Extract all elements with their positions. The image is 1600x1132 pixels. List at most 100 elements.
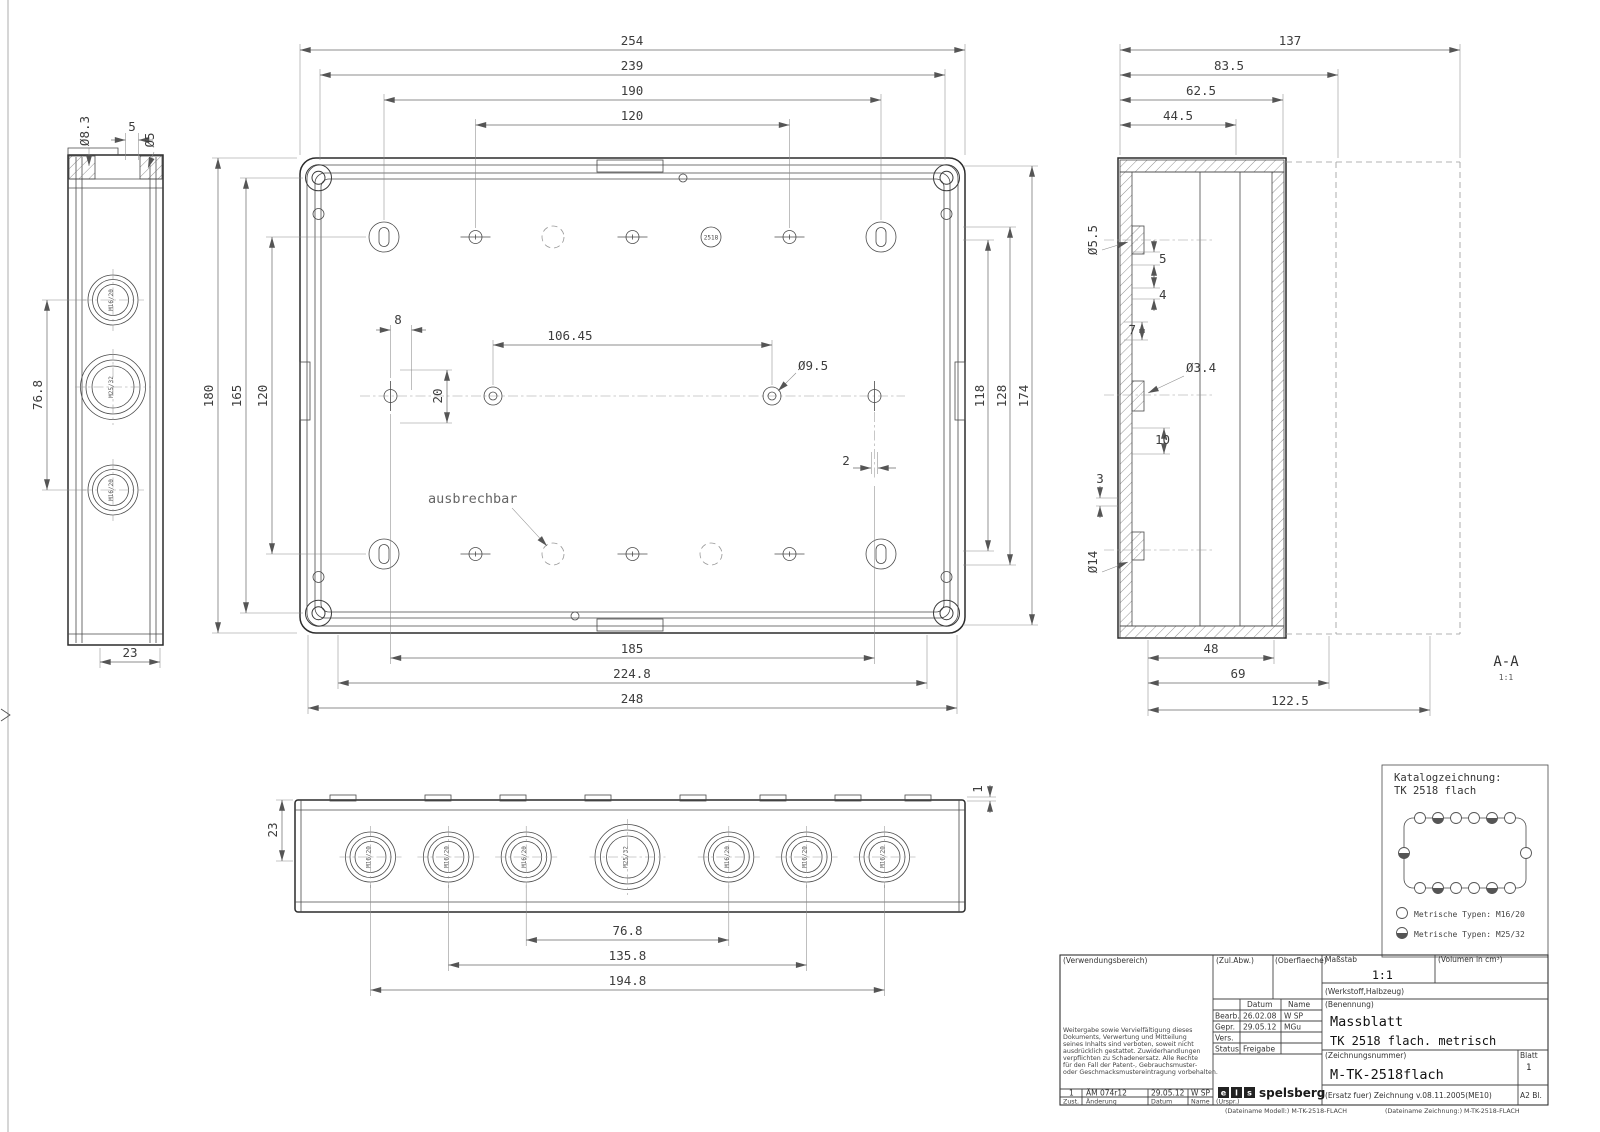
dim-44-5: 44.5 xyxy=(1120,108,1237,155)
legend-m25-icon xyxy=(1396,927,1408,939)
dim-44-5-label: 44.5 xyxy=(1163,108,1193,123)
dim-224-8-label: 224.8 xyxy=(613,666,651,681)
legal-line: seines Inhalts sind verboten, soweit nic… xyxy=(1063,1041,1194,1048)
rev-name-value: W SP xyxy=(1191,1089,1211,1098)
dim-d14-label: Ø14 xyxy=(1085,551,1100,574)
dim-d14: Ø14 xyxy=(1085,551,1129,574)
dim-d8-3-label: Ø8.3 xyxy=(77,116,92,146)
dim-120-left: 120 xyxy=(255,236,366,555)
section-view: 44.5 62.5 83.5 137 Ø5.5 5 xyxy=(1085,33,1519,716)
dim-1-label: 1 xyxy=(970,785,985,793)
dim-174-label: 174 xyxy=(1016,385,1031,408)
flange-hatch-left xyxy=(68,155,96,180)
massstab-value: 1:1 xyxy=(1372,968,1393,982)
bottom-view: M16/20 M16/20 M16/20 M25/32 M16/20 M16/2… xyxy=(265,785,996,996)
dim-174: 174 xyxy=(963,165,1038,626)
dim-d5-label: Ø5 xyxy=(142,132,157,147)
dim-106-45-label: 106.45 xyxy=(547,328,592,343)
dim-190-label: 190 xyxy=(621,83,644,98)
dim-194-8-label: 194.8 xyxy=(609,973,647,988)
bearb-label: Bearb. xyxy=(1215,1012,1240,1021)
main-plan-view: 2518 ausbrechbar 254 xyxy=(201,33,1038,714)
verwendungsbereich-label: (Verwendungsbereich) xyxy=(1063,956,1147,965)
dim-83-5-label: 83.5 xyxy=(1214,58,1244,73)
urspr-label: (Urspr.) xyxy=(1216,1099,1239,1106)
spelsberg-logo: e l s spelsberg xyxy=(1218,1086,1325,1100)
oberflaeche-label: (Oberflaeche) xyxy=(1275,956,1327,965)
name-header: Name xyxy=(1288,1000,1311,1009)
katalog-title: Katalogzeichnung: xyxy=(1394,772,1501,784)
dim-23-left-view: 23 xyxy=(99,645,161,668)
dim-10-label: 10 xyxy=(1155,432,1170,447)
legal-line: verpflichten zu Schadenersatz. Alle Rech… xyxy=(1063,1055,1198,1062)
dim-69-label: 69 xyxy=(1230,666,1245,681)
dim-180-label: 180 xyxy=(201,385,216,408)
rev-datum-value: 29.05.12 xyxy=(1151,1089,1185,1098)
dim-2-label: 2 xyxy=(842,453,850,468)
dim-76-8-left-view: 76.8 xyxy=(30,299,86,491)
vers-label: Vers. xyxy=(1215,1034,1234,1043)
volumen-label: (Volumen in cm³) xyxy=(1438,955,1503,964)
dim-d9-5-label: Ø9.5 xyxy=(798,358,828,373)
legal-line: ausdrücklich gestattet. Zuwiderhandlunge… xyxy=(1063,1048,1201,1055)
oval-boss xyxy=(368,221,400,253)
logo-wordmark: spelsberg xyxy=(1259,1086,1325,1100)
logo-letter: s xyxy=(1247,1089,1252,1098)
dim-3-label: 3 xyxy=(1096,471,1104,486)
dim-69: 69 xyxy=(1148,636,1330,689)
dim-62-5-label: 62.5 xyxy=(1186,83,1216,98)
dim-5-left-view: 5 xyxy=(111,119,153,160)
dim-120-top: 120 xyxy=(475,108,790,228)
dim-5-section: 5 xyxy=(1132,240,1167,277)
gland-label: M16/20 xyxy=(443,846,450,868)
zeichnungsnummer-label: (Zeichnungsnummer) xyxy=(1325,1051,1406,1060)
gepr-datum: 29.05.12 xyxy=(1243,1023,1277,1032)
dim-d9-5: Ø9.5 xyxy=(777,358,828,392)
dim-83-5: 83.5 xyxy=(1120,58,1339,158)
blatt-label: Blatt xyxy=(1520,1051,1538,1060)
gepr-label: Gepr. xyxy=(1215,1023,1235,1032)
footer-drawing-file: (Dateiname Zeichnung:) M-TK-2518-FLACH xyxy=(1385,1108,1520,1115)
dim-2: 2 xyxy=(842,452,896,474)
screw-boss xyxy=(617,230,648,244)
blatt-value: 1 xyxy=(1526,1063,1531,1073)
rev-zust-value: 1 xyxy=(1069,1089,1074,1098)
dim-48: 48 xyxy=(1147,640,1275,689)
gland-label: M16/20 xyxy=(802,846,809,868)
dim-106-45: 106.45 xyxy=(492,328,773,385)
benennung-line2: TK 2518 flach. metrisch xyxy=(1330,1034,1496,1048)
footer-model-file: (Dateiname Modell:) M-TK-2518-FLACH xyxy=(1225,1108,1347,1115)
dim-d5: Ø5 xyxy=(142,132,157,169)
dim-62-5: 62.5 xyxy=(1120,83,1284,155)
dim-165-label: 165 xyxy=(229,385,244,408)
dim-120-top-label: 120 xyxy=(621,108,644,123)
katalog-mini-box xyxy=(1403,817,1527,889)
status-label: Status xyxy=(1215,1045,1239,1054)
oval-boss xyxy=(865,221,897,253)
oval-boss xyxy=(865,538,897,570)
ausbrechbar-label: ausbrechbar xyxy=(428,491,517,507)
dim-8-label: 8 xyxy=(394,312,402,327)
sheet-frame xyxy=(0,0,11,1132)
dim-135-8: 135.8 xyxy=(448,885,807,971)
datum-header: Datum xyxy=(1247,1000,1272,1009)
rev-aenderung-label: Änderung xyxy=(1086,1097,1117,1106)
dim-248: 248 xyxy=(307,635,958,714)
dim-248-label: 248 xyxy=(621,691,644,706)
benennung-label: (Benennung) xyxy=(1325,1000,1374,1009)
dim-118: 118 xyxy=(963,239,994,552)
dim-5-label: 5 xyxy=(128,119,136,134)
dim-4-label: 4 xyxy=(1159,287,1167,302)
dim-185-label: 185 xyxy=(621,641,644,656)
dim-7: 7 xyxy=(1124,321,1148,341)
gland-label: M16/20 xyxy=(108,289,115,311)
ersatz-label: (Ersatz fuer) Zeichnung v.08.11.2005(ME1… xyxy=(1325,1091,1492,1100)
corner-screw xyxy=(933,599,960,627)
dim-128-label: 128 xyxy=(994,385,1009,408)
dim-48-label: 48 xyxy=(1203,641,1218,656)
rev-aenderung-value: ÄM 074r12 xyxy=(1086,1089,1127,1098)
bearb-name: W SP xyxy=(1284,1012,1304,1021)
dim-128: 128 xyxy=(963,226,1016,566)
